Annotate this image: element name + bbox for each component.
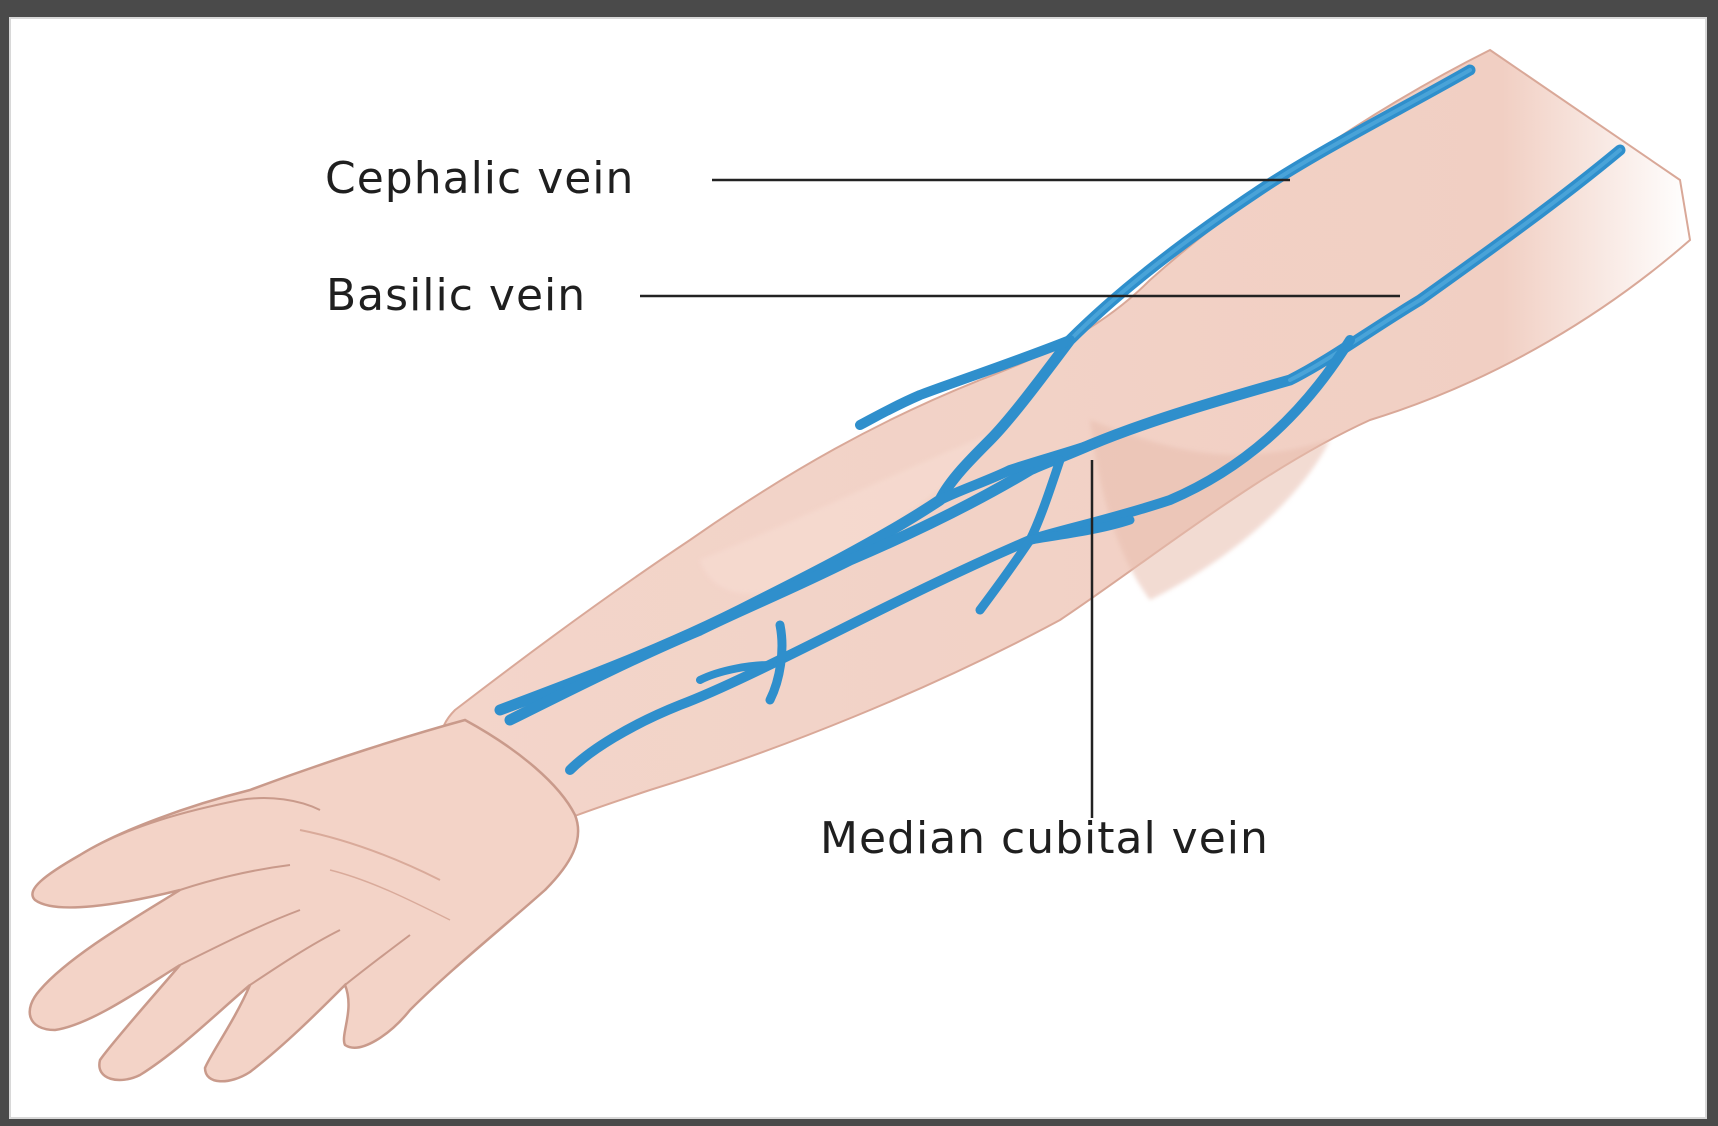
basilic-vein-label: Basilic vein — [326, 270, 586, 321]
cephalic-vein-label: Cephalic vein — [325, 153, 634, 204]
median-cubital-vein-label: Median cubital vein — [820, 813, 1269, 864]
